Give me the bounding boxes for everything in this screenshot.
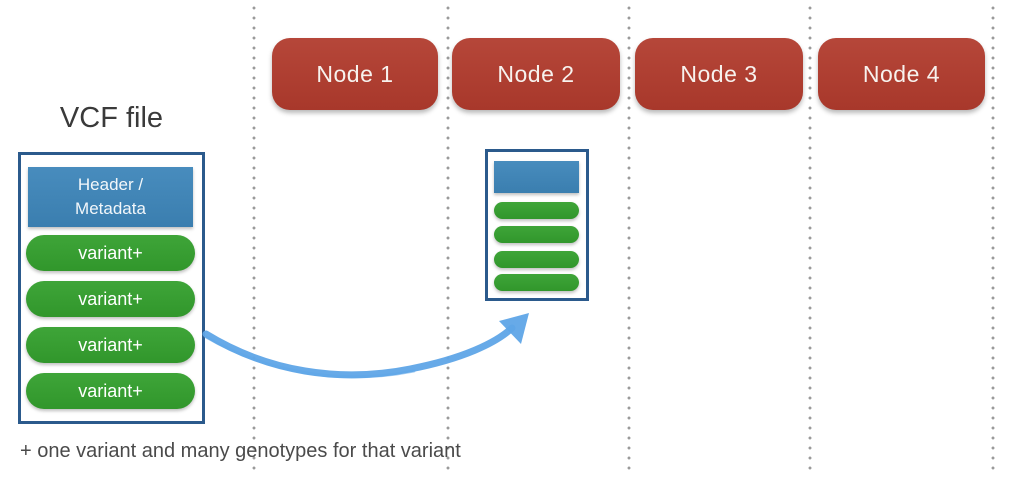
- node2-header-block: [494, 161, 579, 193]
- vcf-file-title: VCF file: [59, 102, 164, 134]
- column-divider-3: [627, 5, 631, 471]
- column-divider-2: [446, 5, 450, 471]
- variant-pill-2: variant+: [26, 281, 195, 317]
- node-1: Node 1: [272, 38, 438, 110]
- column-divider-5: [991, 5, 995, 471]
- header-metadata-block: Header / Metadata: [28, 167, 193, 227]
- variant-pill-1: variant+: [26, 235, 195, 271]
- node-4: Node 4: [818, 38, 985, 110]
- node2-variant-block-2: [494, 226, 579, 243]
- variant-pill-3: variant+: [26, 327, 195, 363]
- variant-pill-4: variant+: [26, 373, 195, 409]
- header-line-1: Header /: [77, 175, 144, 194]
- vcf-file-box: Header / Metadata variant+ variant+ vari…: [18, 152, 205, 424]
- column-divider-4: [808, 5, 812, 471]
- header-line-2: Metadata: [75, 199, 146, 218]
- node2-data-box: [485, 149, 589, 301]
- caption-text: + one variant and many genotypes for tha…: [20, 440, 461, 462]
- node-2: Node 2: [452, 38, 620, 110]
- node2-variant-block-3: [494, 251, 579, 268]
- node2-variant-block-4: [494, 274, 579, 291]
- column-divider-1: [252, 5, 256, 471]
- node2-variant-block-1: [494, 202, 579, 219]
- node-3: Node 3: [635, 38, 803, 110]
